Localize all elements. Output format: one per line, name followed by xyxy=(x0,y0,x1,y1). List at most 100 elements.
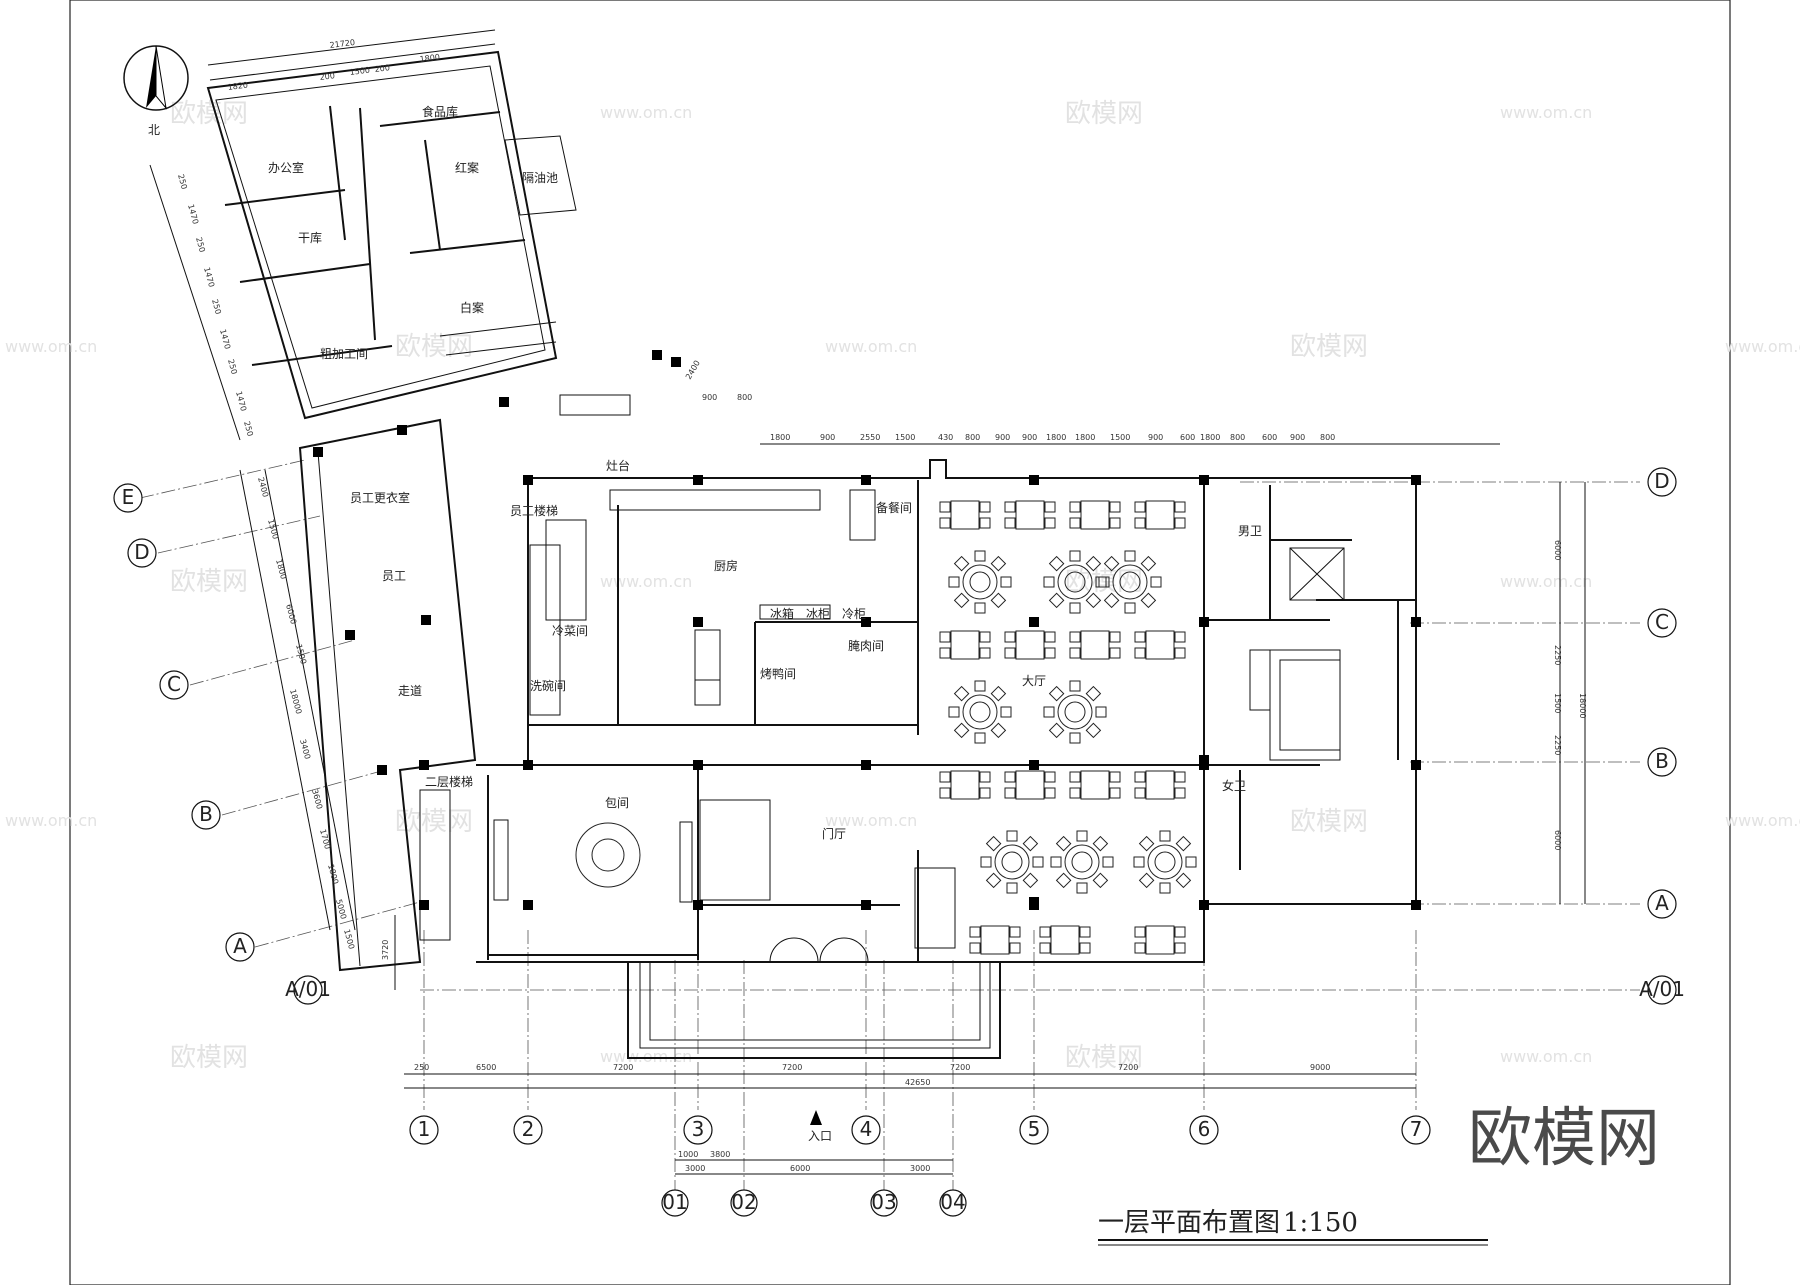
axis-bubble xyxy=(409,1115,439,1145)
round-table xyxy=(1064,844,1100,880)
chair xyxy=(1048,685,1065,702)
dimension-value: 1500 xyxy=(266,518,280,540)
chair xyxy=(1174,631,1186,643)
chair xyxy=(1092,872,1109,889)
axis-bubble xyxy=(293,975,323,1005)
chair xyxy=(1133,856,1145,868)
room-label-kitchen: 厨房 xyxy=(714,558,738,573)
dimension-lines xyxy=(149,29,1586,1175)
chair xyxy=(1069,732,1081,744)
column xyxy=(693,900,703,910)
dimension-value: 1500 xyxy=(895,433,915,442)
dimension-value: 21720 xyxy=(329,38,355,50)
chair xyxy=(979,501,991,513)
dimension-value: 3800 xyxy=(710,1150,730,1159)
square-table xyxy=(1015,630,1045,660)
column xyxy=(421,615,431,625)
dimension-value: 18000 xyxy=(1578,693,1587,718)
chair xyxy=(1134,787,1146,799)
chair xyxy=(1124,550,1136,562)
chair xyxy=(1102,856,1114,868)
chair xyxy=(979,787,991,799)
column xyxy=(313,447,323,457)
chair xyxy=(1109,517,1121,529)
room-label-office: 办公室 xyxy=(268,160,304,175)
chair xyxy=(1006,882,1018,894)
entry-canopy: 入口 xyxy=(627,937,1001,1143)
room-label-fridge-b: 冰柜 xyxy=(806,607,830,621)
chair xyxy=(1098,576,1110,588)
dimension-value: 1800 xyxy=(326,863,340,885)
dimension-value: 2400 xyxy=(256,476,270,498)
dimension-value: 900 xyxy=(995,433,1010,442)
chair xyxy=(939,517,951,529)
room-label-storage-a: 食品库 xyxy=(422,104,458,119)
chair xyxy=(1134,631,1146,643)
dimension-value: 7200 xyxy=(1118,1063,1138,1072)
axis-label: D xyxy=(1654,469,1669,493)
chair xyxy=(1044,501,1056,513)
dimension-value: 250 xyxy=(226,358,239,375)
dimension-value: 3000 xyxy=(685,1164,705,1173)
column xyxy=(1411,760,1421,770)
dimension-value: 1500 xyxy=(342,928,356,950)
dimension-value: 900 xyxy=(702,393,717,402)
chair xyxy=(1069,647,1081,659)
chair xyxy=(1174,517,1186,529)
round-table-center xyxy=(1154,851,1176,873)
chair xyxy=(1185,856,1197,868)
axis-label: 4 xyxy=(860,1117,873,1141)
chair xyxy=(985,872,1002,889)
round-table-center xyxy=(1071,851,1093,873)
square-table xyxy=(950,630,980,660)
column xyxy=(1029,617,1039,627)
west-block: 员工更衣室 员工 走道 xyxy=(298,418,477,972)
column xyxy=(397,425,407,435)
round-table xyxy=(1057,694,1093,730)
dimension-value: 42650 xyxy=(905,1078,930,1087)
dimension-value: 1800 xyxy=(770,433,790,442)
axis-bubble xyxy=(191,800,221,830)
chair xyxy=(1134,501,1146,513)
drawing-frame xyxy=(69,0,1731,1285)
watermark-url: www.om.cn xyxy=(1500,1047,1592,1066)
column xyxy=(671,357,681,367)
column xyxy=(861,475,871,485)
chair xyxy=(1134,771,1146,783)
watermark-text: 欧模网 xyxy=(1065,1043,1143,1073)
room-label-dining-hall: 大厅 xyxy=(1022,674,1046,688)
chair xyxy=(990,722,1007,739)
dimension-value: 18000 xyxy=(288,688,303,715)
column xyxy=(1199,900,1209,910)
axis-label: E xyxy=(122,485,135,509)
watermark-text: 欧模网 xyxy=(1290,807,1368,837)
square-table xyxy=(1015,500,1045,530)
chair xyxy=(974,732,986,744)
axis-label: 03 xyxy=(871,1190,896,1214)
square-table xyxy=(1050,925,1080,955)
chair xyxy=(1076,830,1088,842)
chair xyxy=(980,856,992,868)
chair xyxy=(1032,856,1044,868)
column xyxy=(1199,475,1209,485)
chair xyxy=(1004,647,1016,659)
watermark-url: www.om.cn xyxy=(825,811,917,830)
axis-label: B xyxy=(1655,749,1669,773)
watermark-url: www.om.cn xyxy=(1500,572,1592,591)
dimension-value: 1470 xyxy=(202,266,216,288)
dimension-value: 600 xyxy=(1180,433,1195,442)
chair xyxy=(1000,706,1012,718)
axis-label: 1 xyxy=(418,1117,431,1141)
chair xyxy=(1140,555,1157,572)
watermark-url: www.om.cn xyxy=(1500,103,1592,122)
chair xyxy=(1134,926,1146,938)
chair xyxy=(1055,835,1072,852)
chair xyxy=(1174,787,1186,799)
chair xyxy=(1000,576,1012,588)
square-table xyxy=(1080,770,1110,800)
chair xyxy=(1124,602,1136,614)
room-label-fridge-a: 冰箱 xyxy=(770,606,794,621)
chair xyxy=(1109,501,1121,513)
chair xyxy=(1022,835,1039,852)
